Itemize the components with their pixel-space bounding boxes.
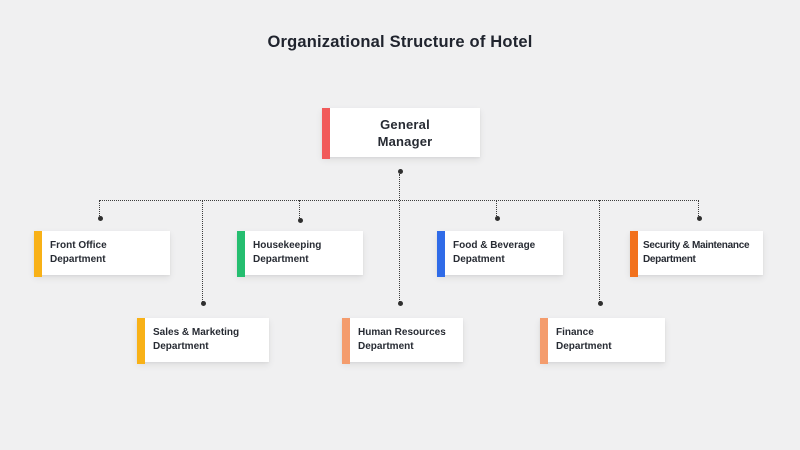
accent-bar (34, 231, 42, 277)
page-title: Organizational Structure of Hotel (267, 33, 533, 51)
accent-bar (237, 231, 245, 277)
connector-dot-human-resources (398, 301, 403, 306)
node-label: Security & Maintenance Department (643, 240, 750, 265)
connector-dot-finance (598, 301, 603, 306)
node-label: Housekeeping Department (253, 240, 322, 265)
accent-bar (342, 318, 350, 364)
node-label: General Manager (377, 116, 433, 149)
connector-riser-general-manager (399, 174, 400, 302)
node-front-office-department: Front Office Department (34, 231, 170, 277)
connector-drop-sales-marketing (202, 200, 203, 302)
connector-dot-food-beverage (495, 216, 500, 221)
node-housekeeping-department: Housekeeping Department (237, 231, 363, 277)
node-security-maintenance-department: Security & Maintenance Department (630, 231, 763, 277)
connector-drop-security-maintenance (698, 200, 699, 216)
connector-dot-security-maintenance (697, 216, 702, 221)
accent-bar (630, 231, 638, 277)
node-finance-department: Finance Department (540, 318, 665, 364)
connector-dot-general-manager (398, 169, 403, 174)
connector-drop-food-beverage (496, 200, 497, 216)
connector-drop-finance (599, 200, 600, 302)
accent-bar (322, 108, 330, 159)
node-label: Front Office Department (50, 240, 107, 265)
node-general-manager: General Manager (322, 108, 480, 159)
node-label: Finance Department (556, 327, 612, 352)
connector-dot-front-office (98, 216, 103, 221)
connector-dot-housekeeping (298, 218, 303, 223)
node-label: Food & Beverage Depatment (453, 240, 536, 265)
connector-drop-housekeeping (299, 200, 300, 218)
node-human-resources-department: Human Resources Department (342, 318, 463, 364)
connector-dot-sales-marketing (201, 301, 206, 306)
accent-bar (137, 318, 145, 364)
node-sales-marketing-department: Sales & Marketing Department (137, 318, 269, 364)
node-food-beverage-department: Food & Beverage Depatment (437, 231, 563, 277)
connector-drop-front-office (99, 200, 100, 216)
accent-bar (437, 231, 445, 277)
accent-bar (540, 318, 548, 364)
node-label: Human Resources Department (358, 327, 446, 352)
node-label: Sales & Marketing Department (153, 327, 240, 352)
